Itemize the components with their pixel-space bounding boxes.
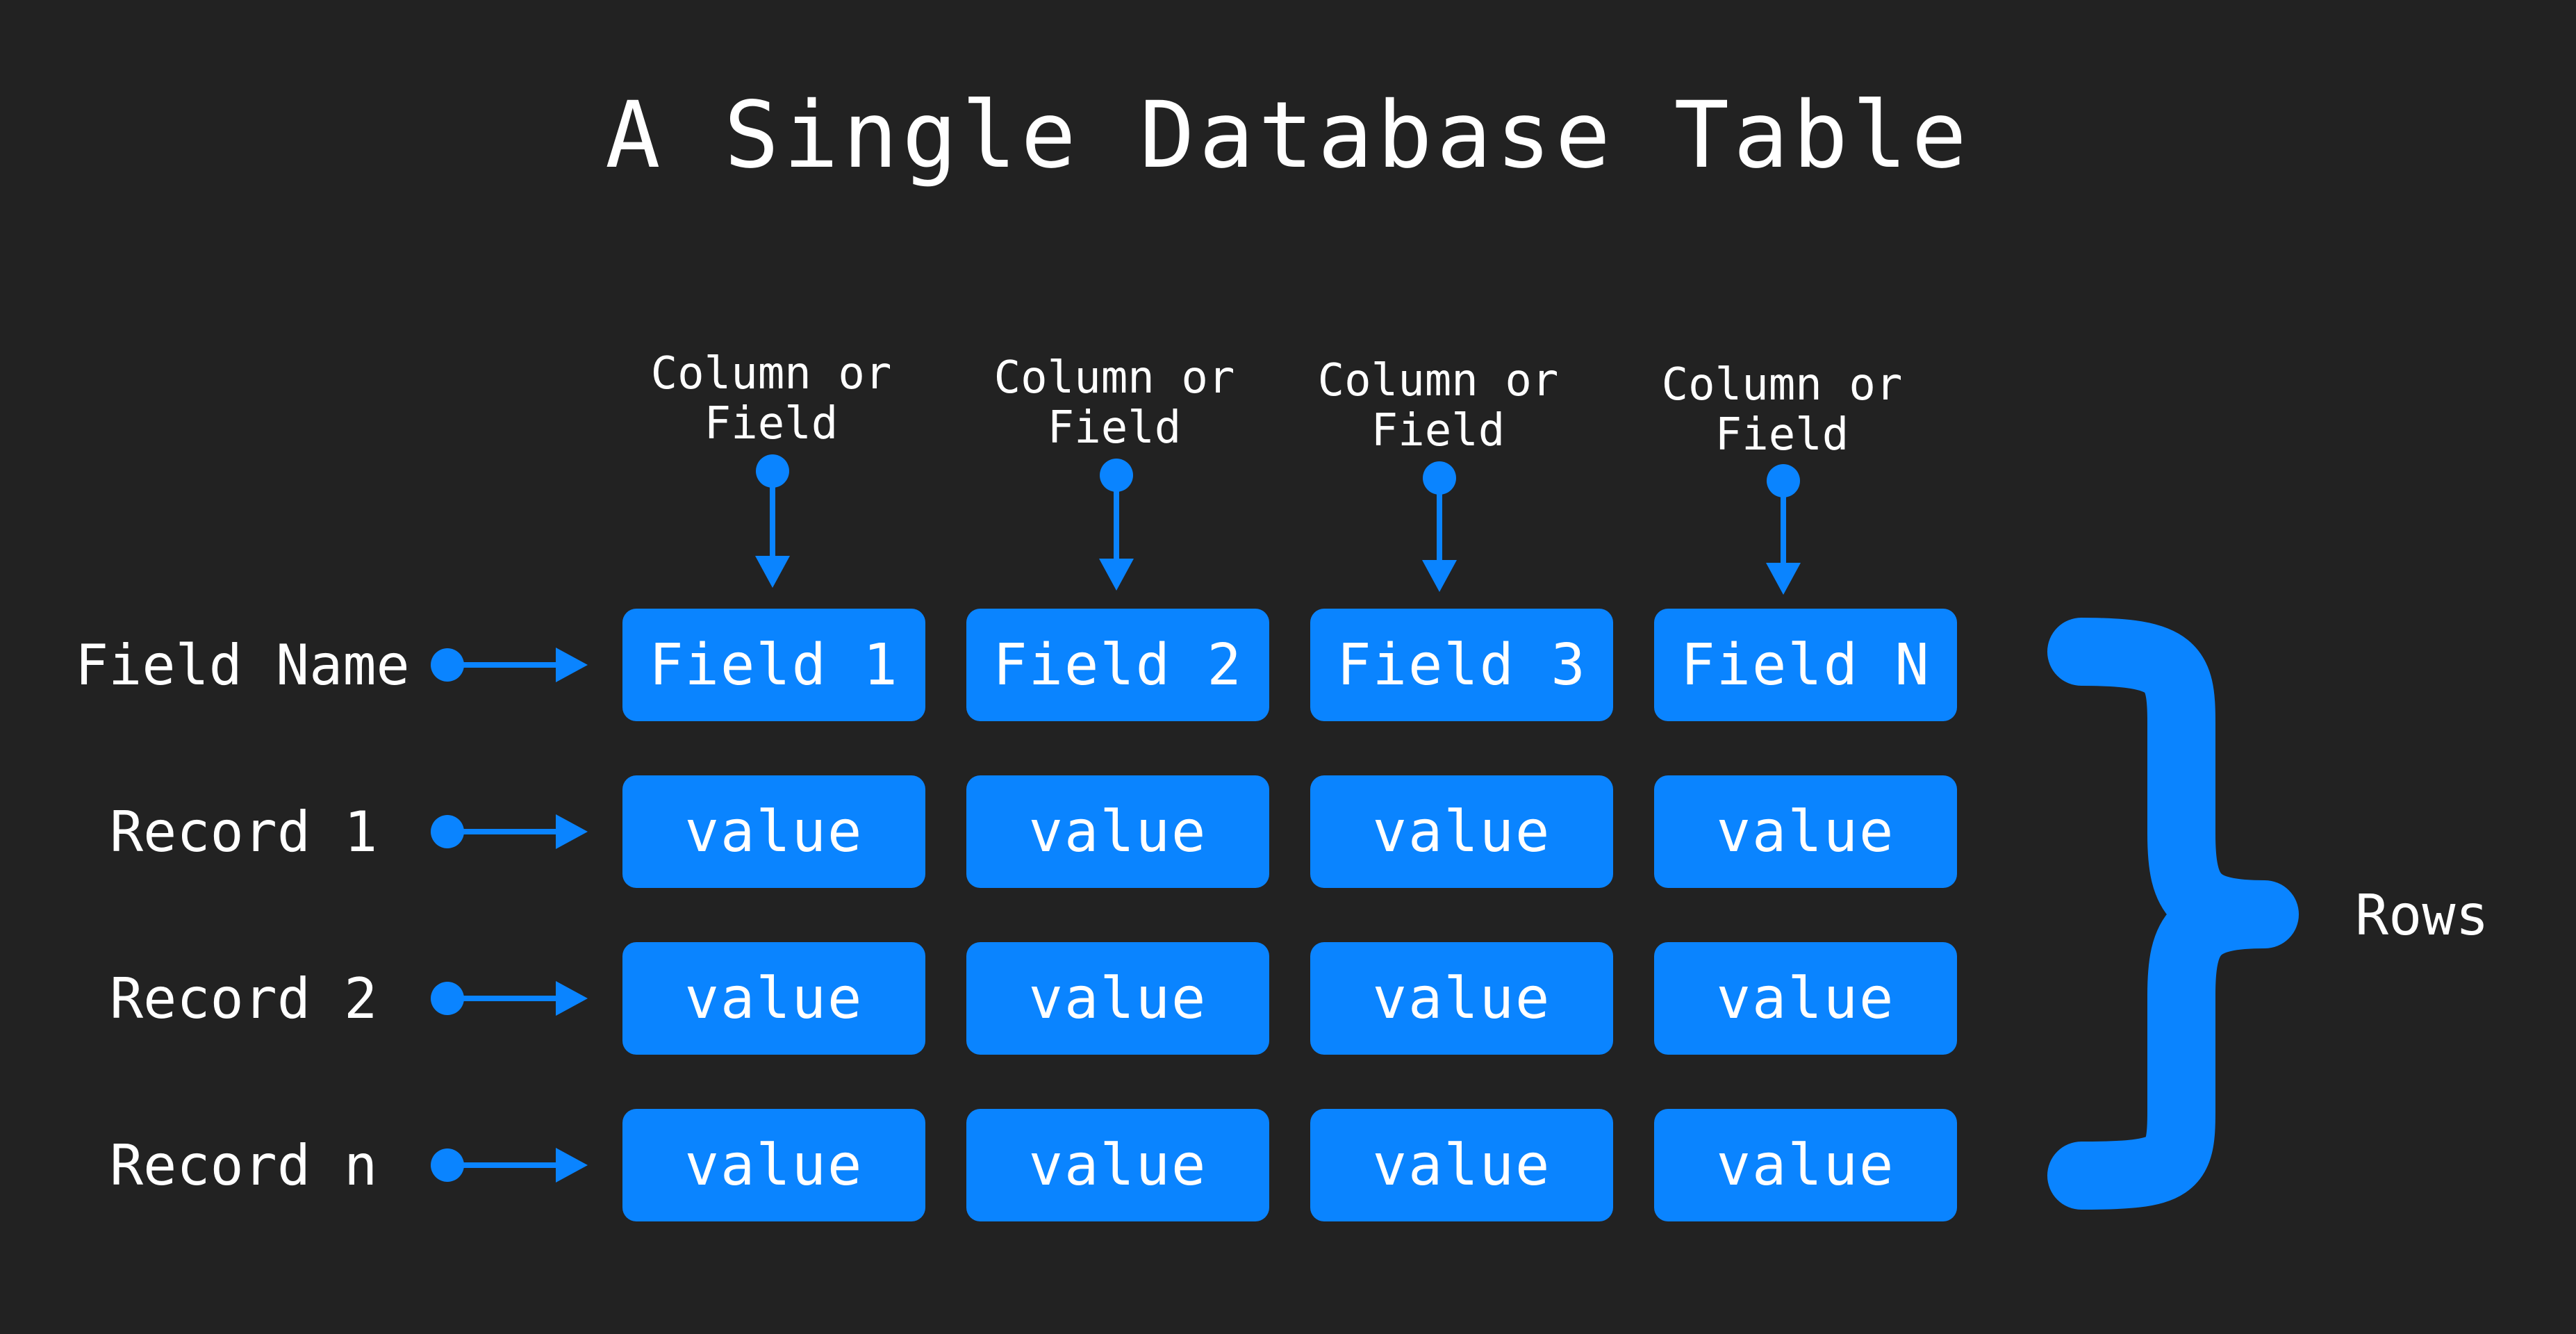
rows-brace	[2047, 618, 2299, 1210]
row-label-field-name: Field Name	[75, 633, 410, 698]
row-arrow-record-1	[431, 814, 588, 849]
column-label-4: Column or Field	[1661, 359, 1903, 461]
column-arrow-2	[1099, 459, 1134, 591]
value-cell-r2-c1: value	[622, 942, 925, 1055]
row-arrow-field-name	[431, 648, 588, 682]
column-label-3: Column or Field	[1317, 355, 1559, 456]
row-arrow-record-n	[431, 1148, 588, 1183]
diagram-title: A Single Database Table	[605, 82, 1971, 189]
column-label-2: Column or Field	[993, 352, 1235, 454]
row-label-record-n: Record n	[110, 1133, 378, 1198]
rows-label: Rows	[2355, 883, 2489, 948]
value-cell-r1-c1: value	[622, 775, 925, 888]
column-arrow-4	[1766, 464, 1801, 595]
value-cell-rn-c4: value	[1654, 1109, 1957, 1221]
column-arrow-1	[755, 454, 790, 588]
value-cell-r1-c4: value	[1654, 775, 1957, 888]
header-cell-field-1: Field 1	[622, 609, 925, 721]
row-label-record-2: Record 2	[110, 966, 378, 1031]
value-cell-r2-c4: value	[1654, 942, 1957, 1055]
value-cell-r2-c2: value	[966, 942, 1269, 1055]
value-cell-r1-c2: value	[966, 775, 1269, 888]
value-cell-rn-c2: value	[966, 1109, 1269, 1221]
value-cell-r2-c3: value	[1310, 942, 1613, 1055]
row-arrow-record-2	[431, 981, 588, 1016]
value-cell-rn-c1: value	[622, 1109, 925, 1221]
value-cell-r1-c3: value	[1310, 775, 1613, 888]
header-cell-field-3: Field 3	[1310, 609, 1613, 721]
column-label-1: Column or Field	[650, 348, 892, 450]
header-cell-field-n: Field N	[1654, 609, 1957, 721]
row-label-record-1: Record 1	[110, 800, 378, 864]
value-cell-rn-c3: value	[1310, 1109, 1613, 1221]
header-cell-field-2: Field 2	[966, 609, 1269, 721]
column-arrow-3	[1422, 461, 1457, 592]
